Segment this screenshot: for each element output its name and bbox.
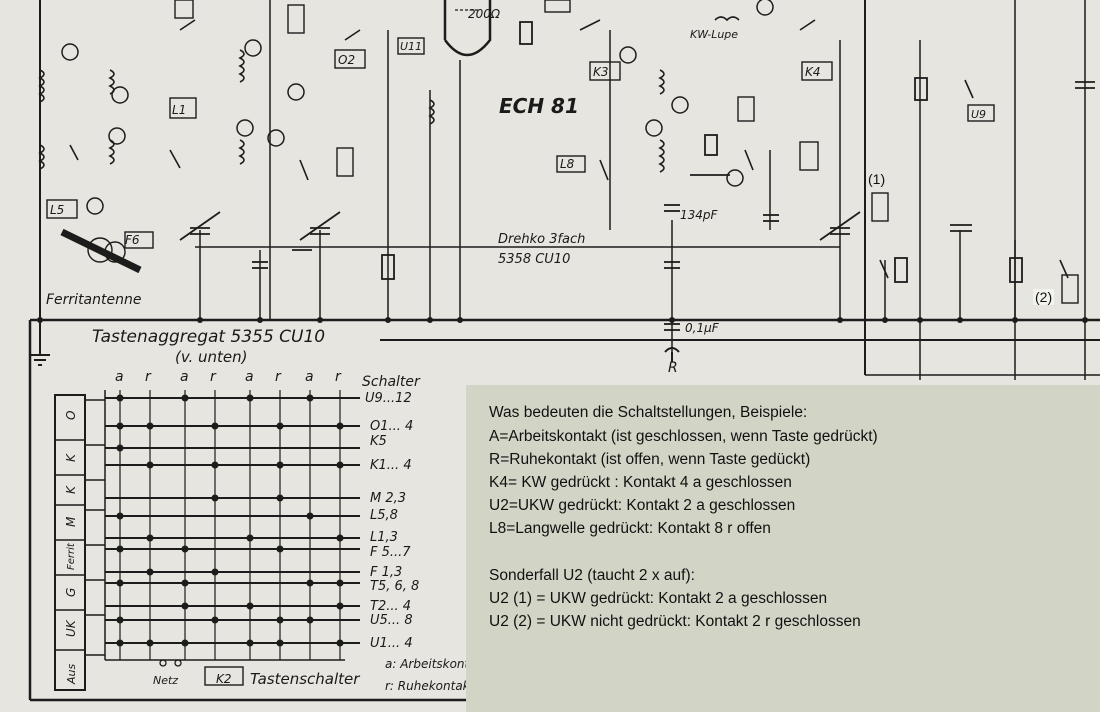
col-a1: a	[115, 369, 124, 385]
switch-contacts	[69, 19, 1069, 279]
key-label: K	[64, 453, 78, 462]
box-k2: K2	[216, 672, 232, 686]
marker-2: (2)	[1033, 289, 1055, 305]
tuning-cap-part: 5358 CU10	[498, 252, 570, 267]
switch-matrix	[54, 390, 360, 691]
ground-symbol	[30, 320, 50, 366]
note-line: K4= KW gedrückt : Kontakt 4 a geschlosse…	[489, 474, 792, 491]
r-output-label: R	[668, 360, 678, 376]
key-label: Ferrit	[66, 542, 77, 570]
note-line: L8=Langwelle gedrückt: Kontakt 8 r offen	[489, 520, 771, 537]
note-line: U2 (1) = UKW gedrückt: Kontakt 2 a gesch…	[489, 590, 828, 607]
col-a3: a	[245, 369, 254, 385]
cap-134pf: 134pF	[680, 208, 719, 222]
row-label: T5, 6, 8	[370, 579, 419, 594]
box-u9: U9	[971, 108, 986, 121]
row-label: O1... 4	[370, 419, 413, 434]
note-line: Was bedeuten die Schaltstellungen, Beisp…	[489, 404, 808, 421]
tube-label: ECH 81	[499, 94, 579, 118]
aggregate-label: Tastenaggregat 5355 CU10	[92, 327, 325, 347]
schematic-text: ECH 81 Drehko 3fach 5358 CU10 Ferritante…	[46, 7, 986, 693]
col-r1: r	[145, 369, 152, 385]
box-l1: L1	[172, 103, 186, 117]
netz-label: Netz	[153, 674, 178, 687]
key-label: M	[64, 516, 78, 527]
note-line: U2 (2) = UKW nicht gedrückt: Kontakt 2 r…	[489, 613, 861, 630]
r-output-symbol	[664, 347, 680, 362]
key-label: UK	[64, 619, 78, 637]
row-label: T2... 4	[370, 599, 411, 614]
cap-01uf: 0,1μF	[685, 321, 720, 335]
tube-ech81	[443, 0, 492, 57]
boxed-labels	[46, 0, 1079, 304]
key-label: Aus	[65, 664, 78, 685]
box-f6: F6	[125, 233, 140, 247]
key-label: G	[64, 588, 78, 597]
schalter-header: Schalter	[362, 374, 421, 390]
bottom-view-label: (v. unten)	[175, 348, 248, 366]
col-r4: r	[335, 369, 342, 385]
box-l8: L8	[560, 157, 575, 171]
row-label: M 2,3	[370, 491, 406, 506]
legend-a: a: Arbeitskontakt	[385, 657, 490, 671]
switch-title: Tastenschalter	[250, 670, 360, 688]
row-label: L1,3	[370, 530, 398, 545]
col-r3: r	[275, 369, 282, 385]
key-label: O	[64, 411, 78, 420]
row-label: K1... 4	[370, 458, 412, 473]
coil-group	[38, 16, 740, 173]
col-a4: a	[305, 369, 314, 385]
junction-dots	[37, 317, 1088, 323]
row-label: L5,8	[370, 508, 398, 523]
box-u11: U11	[400, 40, 422, 53]
note-line: A=Arbeitskontakt (ist geschlossen, wenn …	[489, 428, 878, 445]
col-a2: a	[180, 369, 189, 385]
box-o2: O2	[338, 53, 355, 67]
circled-markers	[61, 0, 774, 215]
row-labels: U9...12 O1... 4 K5 K1... 4 M 2,3 L5,8 L1…	[365, 391, 419, 651]
box-k3: K3	[593, 65, 609, 79]
components	[179, 21, 1095, 331]
kw-lupe: KW-Lupe	[690, 28, 738, 41]
res-200: 200Ω	[468, 7, 501, 21]
row-label: U1... 4	[370, 636, 413, 651]
key-labels: O K K M Ferrit G UK Aus	[64, 411, 78, 685]
antenna-label: Ferritantenne	[46, 292, 141, 308]
ferrite-antenna	[60, 228, 142, 274]
row-label: K5	[370, 434, 387, 449]
col-r2: r	[210, 369, 217, 385]
legend-r: r: Ruhekontakt	[385, 679, 476, 693]
note-line: Sonderfall U2 (taucht 2 x auf):	[489, 567, 695, 584]
row-label: F 5...7	[370, 545, 411, 560]
box-l5: L5	[50, 203, 64, 217]
tuning-cap-label: Drehko 3fach	[498, 232, 585, 247]
marker-1: (1)	[868, 171, 886, 187]
note-line: U2=UKW gedrückt: Kontakt 2 a geschlossen	[489, 497, 796, 514]
row-label: U9...12	[365, 391, 412, 406]
key-label: K	[64, 485, 78, 494]
box-k4: K4	[805, 65, 821, 79]
note-line: R=Ruhekontakt (ist offen, wenn Taste ged…	[489, 451, 811, 468]
explanation-panel	[466, 385, 1100, 712]
row-label: U5... 8	[370, 613, 413, 628]
row-label: F 1,3	[370, 565, 402, 580]
